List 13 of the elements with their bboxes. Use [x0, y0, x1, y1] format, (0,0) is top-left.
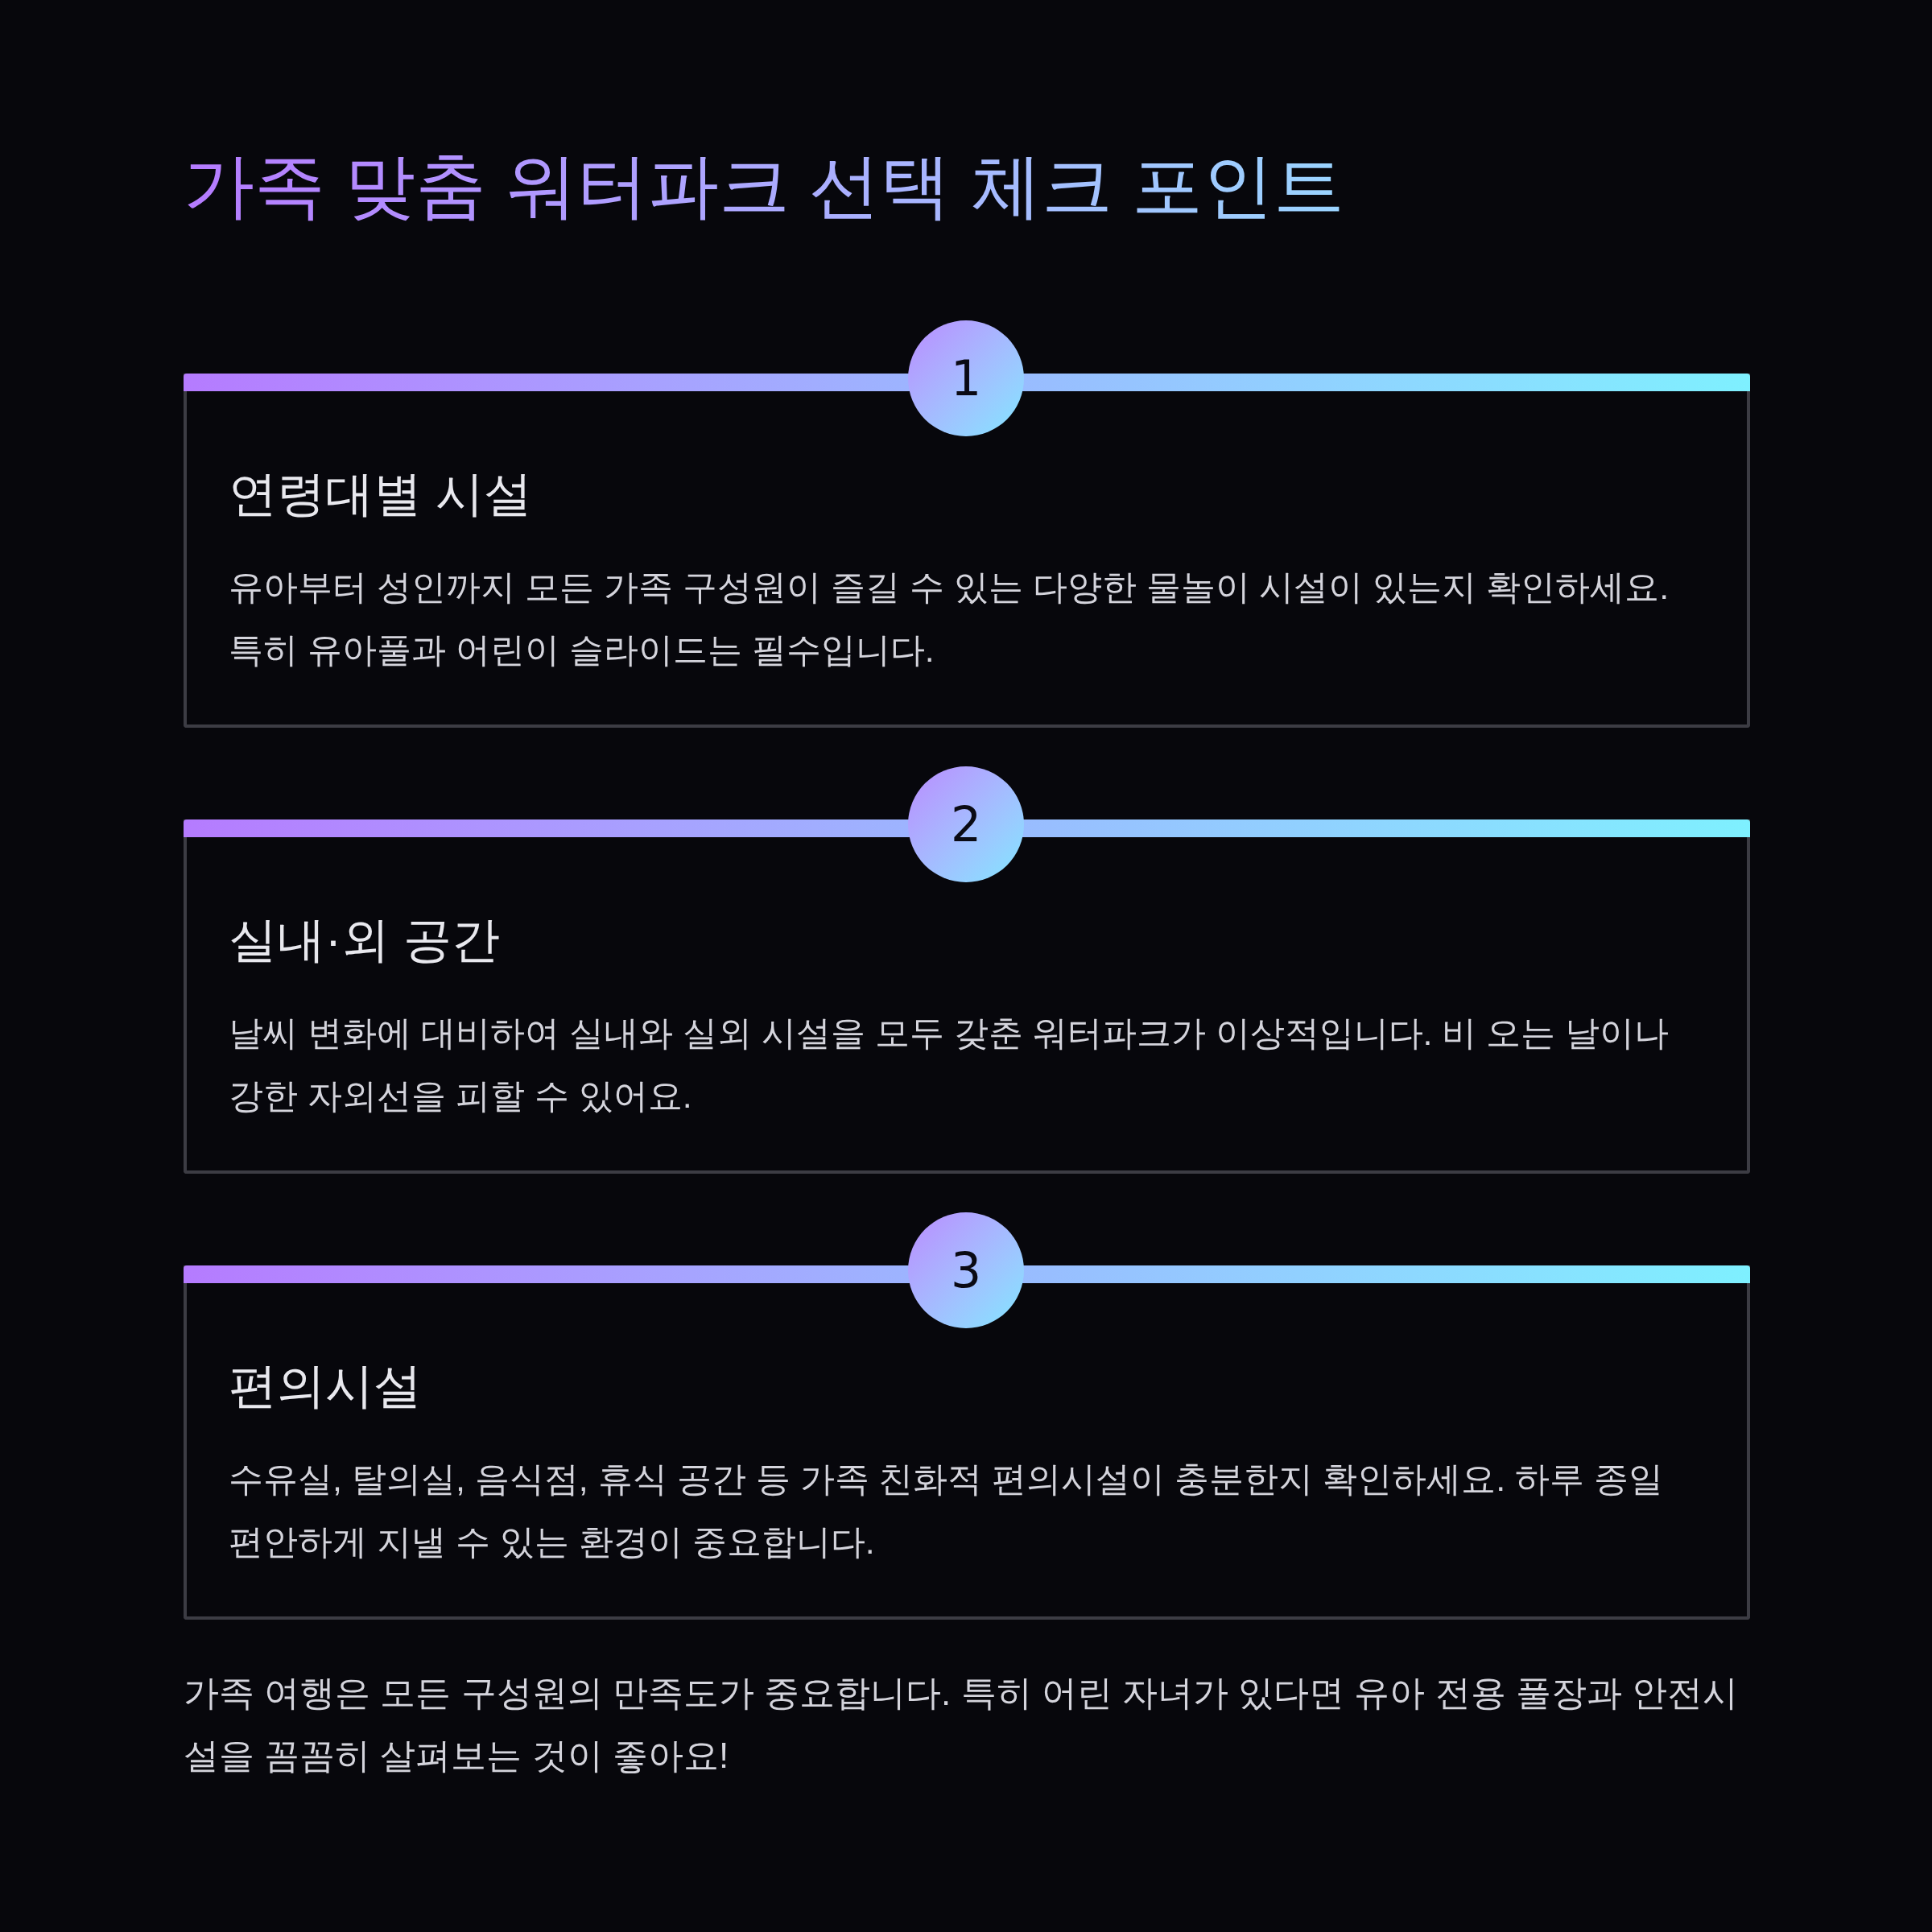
step-number-badge: 2	[908, 766, 1024, 882]
card-description: 유아부터 성인까지 모든 가족 구성원이 즐길 수 있는 다양한 물놀이 시설이 있는지 확인하세요. 특히 유아풀과 어린이 슬라이드는 필수입니다.	[229, 567, 1670, 671]
card-heading: 편의시설	[229, 1358, 423, 1414]
card-description: 날씨 변화에 대비하여 실내와 실외 시설을 모두 갖춘 워터파크가 이상적입니다. 비 오는 날이나 강한 자외선을 피할 수 있어요.	[229, 1013, 1670, 1117]
card-heading: 실내·외 공간	[229, 912, 501, 968]
info-card	[184, 1212, 1750, 1620]
step-number-badge: 3	[908, 1212, 1024, 1328]
footer-note: 가족 여행은 모든 구성원의 만족도가 중요합니다. 특히 어린 자녀가 있다면 유아 전용 풀장과 안전시설을 꼼꼼히 살펴보는 것이 좋아요!	[184, 1672, 1740, 1777]
step-number-badge: 1	[908, 320, 1024, 436]
card-description: 수유실, 탈의실, 음식점, 휴식 공간 등 가족 친화적 편의시설이 충분한지 확인하세요. 하루 종일 편안하게 지낼 수 있는 환경이 중요합니다.	[229, 1459, 1665, 1563]
info-card	[184, 320, 1750, 728]
card-heading: 연령대별 시설	[229, 466, 533, 522]
info-card	[184, 766, 1750, 1174]
